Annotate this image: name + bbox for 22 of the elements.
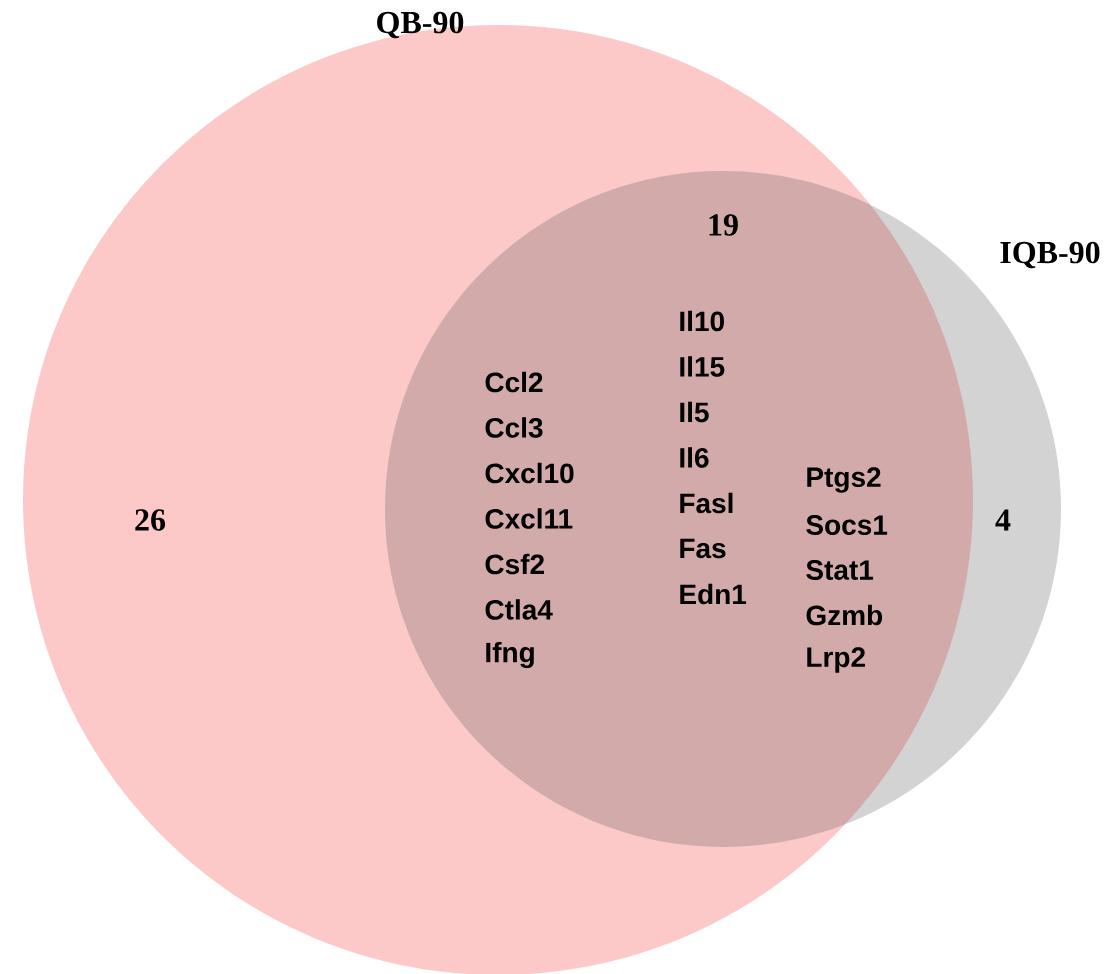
gene-label: Il10 (680, 310, 724, 332)
gene-label: Csf2 (485, 553, 544, 575)
gene-label: Il15 (680, 356, 725, 377)
gene-label: Gzmb (806, 604, 883, 626)
gene-label: Ccl3 (485, 417, 543, 438)
gene-label: Cxcl11 (485, 508, 573, 529)
gene-label: Socs1 (806, 515, 888, 535)
gene-label: Edn1 (680, 583, 747, 605)
gene-label: Fas (680, 538, 726, 559)
gene-label: Cxcl10 (485, 462, 574, 484)
gene-label: Ccl2 (485, 371, 543, 393)
gene-label: Lrp2 (807, 647, 865, 673)
count-label: 26 (135, 509, 166, 531)
gene-label: Il6 (680, 447, 709, 468)
gene-label: Stat1 (806, 560, 874, 580)
count-label: 19 (709, 214, 738, 236)
count-label: 4 (995, 509, 1011, 531)
gene-label: Il5 (680, 401, 709, 423)
gene-label: Fasl (680, 492, 733, 514)
gene-label: Ctla4 (485, 599, 553, 620)
gene-label: Ptgs2 (807, 467, 881, 493)
gene-label: Ifng (486, 641, 534, 669)
